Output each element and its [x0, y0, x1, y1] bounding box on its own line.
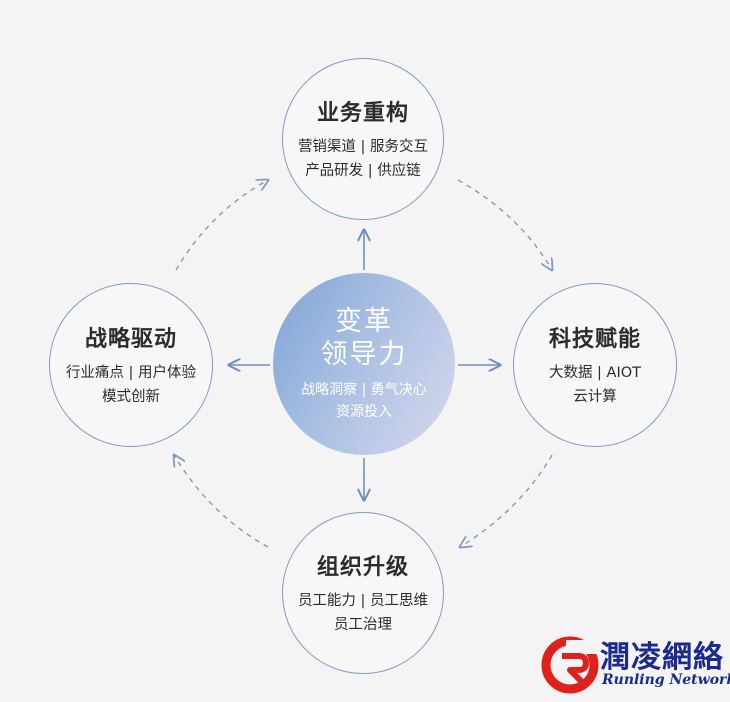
center-title: 变革 领导力 — [321, 305, 408, 371]
node-tech-empowerment: 科技赋能 大数据 | AIOT 云计算 — [513, 283, 677, 447]
node-organization-upgrade: 组织升级 员工能力 | 员工思维 员工治理 — [282, 512, 444, 674]
node-line: 行业痛点 | 用户体验 — [65, 365, 197, 381]
node-line: 员工能力 | 员工思维 — [297, 593, 429, 609]
logo-name-en: Runling Network — [602, 672, 730, 688]
node-title: 业务重构 — [316, 101, 409, 126]
node-line: 大数据 | AIOT — [548, 365, 642, 381]
logo-name-cn: 潤凌網絡 — [600, 640, 724, 675]
dashed-arrow-bottom-left — [174, 455, 269, 548]
node-title: 组织升级 — [316, 555, 409, 580]
node-line: 产品研发 | 供应链 — [305, 163, 421, 179]
dashed-arrow-top-right — [457, 179, 552, 270]
node-strategy-driven: 战略驱动 行业痛点 | 用户体验 模式创新 — [49, 283, 213, 447]
dashed-arrow-right-bottom — [460, 454, 553, 547]
watermark-logo: 潤凌網絡 Runling Network — [540, 628, 730, 702]
node-title: 科技赋能 — [548, 327, 641, 352]
center-line: 战略洞察 | 勇气决心 — [301, 382, 427, 398]
node-line: 员工治理 — [334, 617, 392, 633]
center-line: 资源投入 — [336, 404, 392, 420]
center-title-line: 变革 — [335, 306, 393, 337]
node-line: 营销渠道 | 服务交互 — [297, 139, 429, 155]
center-transformational-leadership: 变革 领导力 战略洞察 | 勇气决心 资源投入 — [273, 273, 455, 455]
center-title-line: 领导力 — [320, 339, 408, 370]
node-line: 云计算 — [573, 389, 617, 405]
node-business-restructuring: 业务重构 营销渠道 | 服务交互 产品研发 | 供应链 — [282, 58, 444, 220]
runling-logo-icon — [541, 636, 600, 694]
node-line: 模式创新 — [102, 389, 160, 405]
node-title: 战略驱动 — [84, 327, 177, 352]
dashed-arrow-left-top — [175, 180, 268, 271]
